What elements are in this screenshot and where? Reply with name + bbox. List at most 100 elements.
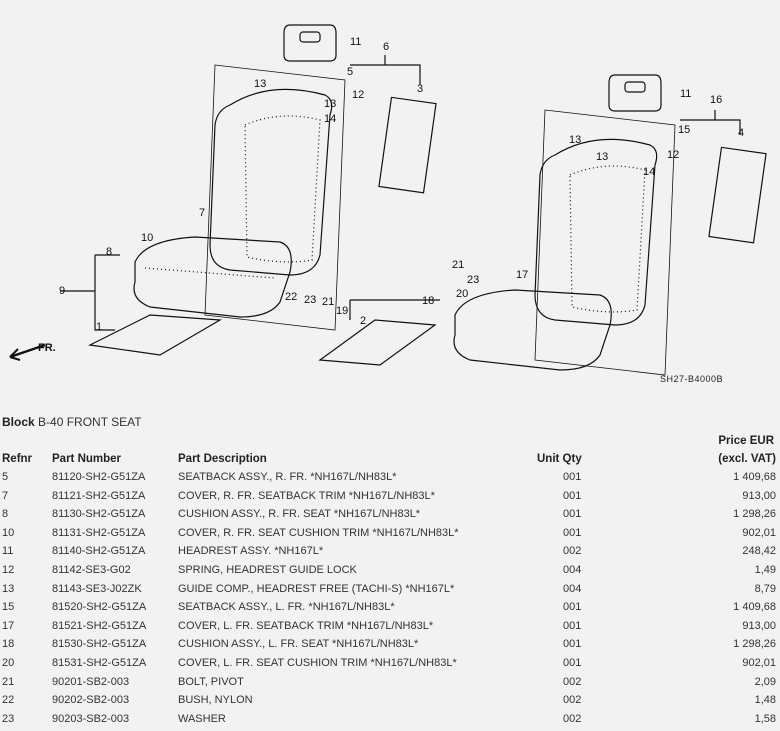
callout-label: 18 (422, 295, 435, 307)
table-row: 7 81121-SH2-G51ZA COVER, R. FR. SEATBACK T… (0, 490, 780, 508)
header-refnr: Refnr (2, 453, 33, 465)
callout-label: 22 (285, 291, 298, 303)
cell-price: 1 409,68 (733, 601, 776, 614)
callout-label: 6 (383, 41, 390, 53)
cell-part-number: 81142-SE3-G02 (52, 564, 131, 576)
cell-description: GUIDE COMP., HEADREST FREE (TACHI-S) *NH… (178, 582, 455, 595)
callout-label: 17 (516, 269, 529, 281)
cell-qty: 004 (563, 564, 582, 576)
header-part-number: Part Number (52, 453, 122, 465)
table-row: 18 81530-SH2-G51ZA CUSHION ASSY., L. FR. S… (0, 638, 780, 656)
cell-qty: 002 (563, 694, 582, 707)
block-title: Block B-40 FRONT SEAT (2, 415, 142, 429)
callout-label: 11 (680, 88, 692, 100)
cell-refnr: 13 (2, 582, 15, 595)
cell-price: 1 298,26 (733, 508, 776, 521)
cell-refnr: 12 (2, 564, 15, 576)
callout-label: 12 (352, 89, 365, 101)
cell-price: 1,48 (754, 694, 776, 707)
table-row: 21 90201-SB2-003 BOLT, PIVOT 002 2,09 (0, 676, 780, 694)
callout-label: 21 (452, 259, 465, 271)
cell-price: 8,79 (754, 582, 776, 595)
callout-label: 13 (569, 134, 582, 146)
cell-part-number: 90202-SB2-003 (52, 694, 130, 707)
cell-description: COVER, R. FR. SEAT CUSHION TRIM *NH167L/… (178, 526, 459, 539)
cell-part-number: 81121-SH2-G51ZA (52, 489, 146, 502)
callout-label: 2 (360, 315, 367, 327)
cell-refnr: 11 (2, 545, 14, 558)
callout-label: 12 (667, 149, 680, 161)
cell-part-number: 81131-SH2-G51ZA (52, 526, 146, 539)
cell-description: HEADREST ASSY. *NH167L* (178, 545, 324, 558)
front-label: FR. (38, 342, 56, 354)
cell-part-number: 81531-SH2-G51ZA (52, 657, 147, 669)
cell-qty: 001 (563, 601, 582, 614)
header-price-1: Price EUR (718, 435, 774, 447)
cell-description: CUSHION ASSY., L. FR. SEAT *NH167L/NH83L… (178, 638, 419, 651)
cell-refnr: 20 (2, 657, 15, 669)
right-seat-drawing (318, 74, 767, 376)
cell-description: COVER, R. FR. SEATBACK TRIM *NH167L/NH83… (178, 489, 435, 502)
cell-description: BUSH, NYLON (178, 694, 253, 707)
cell-qty: 002 (563, 675, 582, 688)
cell-part-number: 81140-SH2-G51ZA (52, 545, 146, 558)
cell-price: 2,09 (754, 675, 776, 688)
callout-label: 9 (59, 285, 66, 297)
cell-refnr: 8 (2, 508, 9, 521)
callout-label: 19 (336, 305, 349, 317)
cell-description: SEATBACK ASSY., L. FR. *NH167L/NH83L* (178, 601, 395, 614)
callout-label: 10 (141, 232, 154, 244)
callout-label: 11 (350, 36, 362, 48)
callout-label: 14 (324, 113, 337, 125)
cell-qty: 001 (563, 489, 582, 502)
cell-refnr: 21 (2, 675, 15, 688)
cell-refnr: 7 (2, 489, 9, 502)
cell-description: COVER, L. FR. SEAT CUSHION TRIM *NH167L/… (178, 657, 457, 669)
callout-label: 13 (324, 98, 337, 110)
cell-qty: 002 (563, 712, 582, 725)
cell-qty: 001 (563, 657, 582, 669)
cell-part-number: 81130-SH2-G51ZA (52, 508, 146, 521)
cell-refnr: 22 (2, 694, 15, 707)
cell-description: SEATBACK ASSY., R. FR. *NH167L/NH83L* (178, 471, 397, 483)
callout-label: 16 (710, 94, 723, 106)
callout-label: 14 (643, 166, 656, 178)
block-value: B-40 FRONT SEAT (38, 415, 142, 429)
callout-label: 15 (678, 124, 691, 136)
callout-label: 4 (738, 127, 745, 139)
header-qty: Unit Qty (537, 453, 582, 465)
cell-refnr: 18 (2, 638, 15, 651)
cell-part-number: 90203-SB2-003 (52, 712, 130, 725)
cell-description: BOLT, PIVOT (178, 675, 244, 688)
cell-qty: 001 (563, 508, 582, 521)
left-seat-drawing (60, 24, 437, 356)
diagram-code: SH27-B4000B (660, 374, 724, 384)
cell-price: 1,58 (754, 712, 776, 725)
callout-label: 13 (596, 151, 609, 163)
callout-label: 23 (467, 274, 480, 286)
cell-qty: 001 (563, 471, 582, 483)
cell-price: 248,42 (742, 545, 776, 558)
table-row: 22 90202-SB2-003 BUSH, NYLON 002 1,48 (0, 694, 780, 712)
cell-part-number: 90201-SB2-003 (52, 675, 130, 688)
callout-label: 7 (199, 207, 206, 219)
cell-qty: 001 (563, 638, 582, 651)
cell-refnr: 17 (2, 619, 15, 632)
callout-label: 8 (106, 246, 113, 258)
cell-price: 902,01 (742, 657, 776, 669)
cell-part-number: 81520-SH2-G51ZA (52, 601, 147, 614)
callout-label: 13 (254, 78, 267, 90)
cell-part-number: 81530-SH2-G51ZA (52, 638, 147, 651)
header-description: Part Description (178, 453, 267, 465)
cell-price: 913,00 (742, 489, 776, 502)
cell-part-number: 81120-SH2-G51ZA (52, 471, 146, 483)
cell-price: 1,49 (754, 564, 776, 576)
